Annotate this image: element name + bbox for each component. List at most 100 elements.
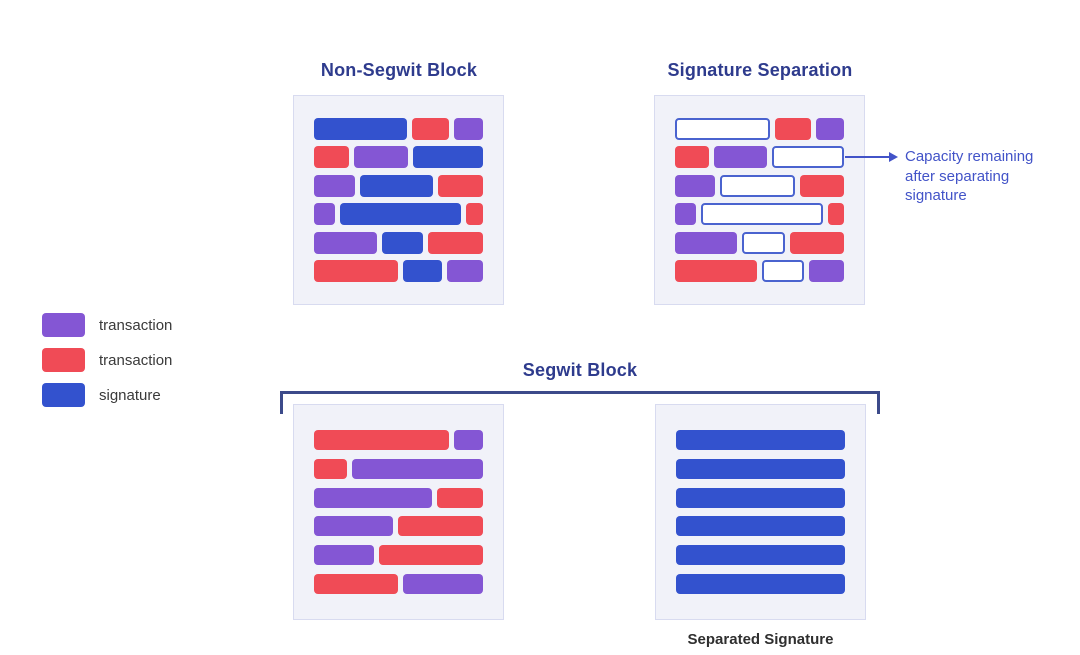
red-bar <box>800 174 844 197</box>
purple-bar <box>314 203 336 226</box>
blue-bar <box>676 516 845 537</box>
bar-row <box>314 458 483 479</box>
bar-row <box>314 231 483 254</box>
annotation-arrowhead-icon <box>889 152 898 162</box>
bar-row <box>676 487 845 508</box>
legend-item-transaction-purple: transaction <box>42 313 172 337</box>
bar-row <box>675 203 845 226</box>
empty-capacity-bar <box>675 118 770 140</box>
bar-row <box>676 545 845 566</box>
blue-bar <box>676 487 845 508</box>
purple-bar <box>713 146 767 169</box>
blue-bar <box>412 146 483 169</box>
bar-row <box>314 203 483 226</box>
red-bar <box>466 203 483 226</box>
purple-bar <box>454 118 483 140</box>
legend-label: transaction <box>99 316 173 334</box>
purple-bar <box>816 118 844 140</box>
blue-bar <box>676 430 845 450</box>
blue-bar <box>676 545 845 566</box>
bar-row <box>675 259 844 282</box>
empty-capacity-bar <box>771 146 845 169</box>
non-segwit-block-title: Non-Segwit Block <box>320 60 478 80</box>
bar-row <box>675 174 844 197</box>
blue-bar <box>340 203 462 226</box>
legend: transaction transaction signature <box>42 313 172 418</box>
purple-bar <box>314 487 433 508</box>
red-swatch <box>42 348 85 372</box>
blue-bar <box>359 174 434 197</box>
bar-row <box>314 430 483 450</box>
blue-bar <box>382 231 423 254</box>
red-bar <box>411 118 450 140</box>
bar-row <box>675 231 844 254</box>
segwit-block-bracket <box>280 391 880 414</box>
separated-signature-caption: Separated Signature <box>687 631 834 648</box>
empty-capacity-bar <box>700 203 823 226</box>
empty-capacity-bar <box>741 231 786 254</box>
non-segwit-block-panel <box>293 95 504 305</box>
purple-bar <box>809 259 844 282</box>
bar-row <box>675 146 845 169</box>
bar-row <box>676 573 845 594</box>
red-bar <box>314 573 398 594</box>
purple-bar <box>314 174 355 197</box>
purple-bar <box>353 146 408 169</box>
empty-capacity-bar <box>762 259 805 282</box>
blue-bar <box>314 118 407 140</box>
purple-bar <box>675 203 696 226</box>
purple-bar <box>675 174 715 197</box>
red-bar <box>675 146 709 169</box>
purple-bar <box>314 516 393 537</box>
blue-swatch <box>42 383 85 407</box>
red-bar <box>398 516 483 537</box>
blue-bar <box>403 259 443 282</box>
blue-bar <box>676 573 845 594</box>
bar-row <box>314 516 483 537</box>
empty-capacity-bar <box>719 174 796 197</box>
purple-bar <box>447 259 483 282</box>
red-bar <box>827 203 845 226</box>
purple-bar <box>314 545 375 566</box>
segwit-block-panel <box>293 404 504 620</box>
bar-row <box>314 146 483 169</box>
capacity-annotation: Capacity remaining after separating sign… <box>905 148 1034 204</box>
red-bar <box>675 259 758 282</box>
red-bar <box>438 174 483 197</box>
separated-signature-panel <box>655 404 866 620</box>
red-bar <box>314 259 399 282</box>
legend-label: signature <box>99 386 161 404</box>
purple-bar <box>314 231 378 254</box>
red-bar <box>314 430 449 450</box>
bar-row <box>314 487 483 508</box>
purple-swatch <box>42 313 85 337</box>
bar-row <box>314 118 483 140</box>
legend-item-signature-blue: signature <box>42 383 172 407</box>
red-bar <box>790 231 844 254</box>
purple-bar <box>454 430 483 450</box>
legend-label: transaction <box>99 351 173 369</box>
segwit-block-title: Segwit Block <box>522 360 638 380</box>
bar-row <box>676 458 845 479</box>
bar-row <box>314 174 483 197</box>
annotation-arrow-line <box>845 156 891 158</box>
red-bar <box>314 458 347 479</box>
bar-row <box>314 545 483 566</box>
purple-bar <box>402 573 483 594</box>
red-bar <box>379 545 483 566</box>
purple-bar <box>675 231 737 254</box>
red-bar <box>437 487 483 508</box>
purple-bar <box>352 458 483 479</box>
red-bar <box>774 118 812 140</box>
signature-separation-title: Signature Separation <box>667 60 853 80</box>
signature-separation-panel <box>654 95 865 305</box>
bar-row <box>675 118 844 140</box>
red-bar <box>427 231 483 254</box>
legend-item-transaction-red: transaction <box>42 348 172 372</box>
bar-row <box>314 573 483 594</box>
red-bar <box>314 146 349 169</box>
blue-bar <box>676 458 845 479</box>
bar-row <box>676 430 845 450</box>
bar-row <box>314 259 483 282</box>
